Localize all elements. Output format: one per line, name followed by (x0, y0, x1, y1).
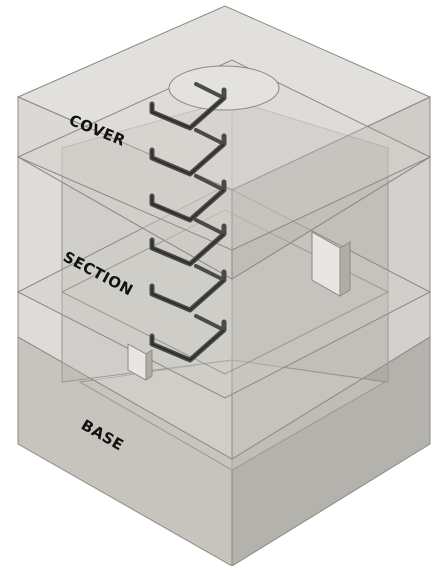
step-iron (149, 82, 227, 131)
cover-section-joint (16, 59, 432, 251)
pipe-opening-right-side (339, 241, 351, 297)
step-iron (149, 264, 227, 313)
step-irons (149, 82, 227, 363)
step-iron (149, 174, 227, 223)
step-iron (149, 218, 227, 267)
pipe-openings (127, 231, 351, 381)
step-iron (149, 314, 227, 363)
step-iron (149, 128, 227, 177)
pipe-opening-left-side (145, 349, 153, 381)
